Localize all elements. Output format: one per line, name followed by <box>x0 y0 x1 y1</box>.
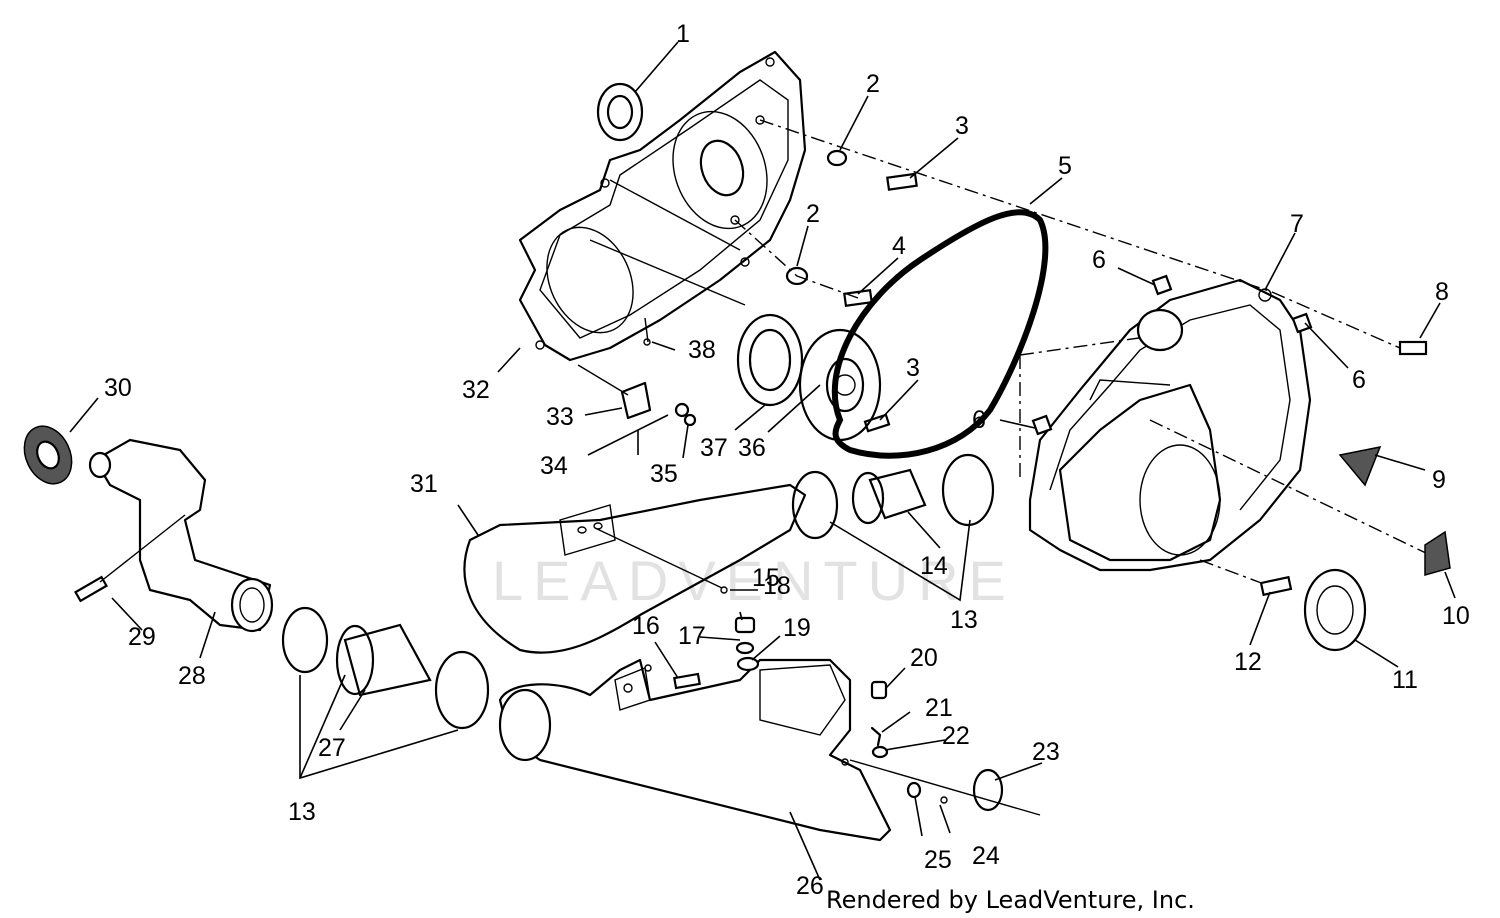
callout-22: 22 <box>942 722 970 750</box>
sleeve-part-14 <box>851 468 927 525</box>
callout-36: 36 <box>738 434 766 462</box>
callout-21: 21 <box>925 694 953 722</box>
callout-30: 30 <box>104 374 132 402</box>
callout-20: 20 <box>910 644 938 672</box>
callout-7: 7 <box>1290 210 1304 238</box>
decal-part-10 <box>1424 530 1451 576</box>
callout-26: 26 <box>796 872 824 900</box>
seal-part-30 <box>23 425 73 485</box>
bearing-seal-part-37 <box>736 313 804 407</box>
outer-cover-part-7 <box>1028 278 1312 572</box>
callout-6: 6 <box>1092 246 1106 274</box>
fittings-parts-20-25 <box>849 680 1041 816</box>
inner-cover-part-32 <box>518 50 807 362</box>
callout-15: 15 <box>752 564 780 592</box>
leader-lines <box>69 41 1456 881</box>
callout-11: 11 <box>1392 666 1418 694</box>
callout-18: 18 <box>763 572 791 600</box>
callout-8: 8 <box>1435 278 1449 306</box>
seal-ring-part-1 <box>596 82 644 142</box>
callout-19: 19 <box>783 614 811 642</box>
callout-5: 5 <box>1058 152 1072 180</box>
bolt-part-12 <box>1259 575 1293 597</box>
callout-37: 37 <box>700 434 728 462</box>
callout-27: 27 <box>318 734 346 762</box>
rubber-blocks-part-6 <box>1031 274 1313 436</box>
drain-plug-parts-17-19 <box>734 616 760 672</box>
callout-1: 1 <box>676 20 690 48</box>
callout-33: 33 <box>546 403 574 431</box>
callout-9: 9 <box>1432 466 1446 494</box>
callout-32: 32 <box>462 376 490 404</box>
callout-6: 6 <box>972 406 986 434</box>
callout-31: 31 <box>410 470 438 498</box>
callout-13: 13 <box>288 798 316 826</box>
bracket-part-33 <box>577 364 697 427</box>
callout-10: 10 <box>1442 602 1470 630</box>
inspection-cover-part-11 <box>1303 568 1367 652</box>
callout-numbers: 1 2 2 3 3 4 5 6 6 6 7 8 9 10 11 12 13 13… <box>104 20 1470 900</box>
callout-12: 12 <box>1234 648 1262 676</box>
callout-13: 13 <box>950 606 978 634</box>
watermark: LEADVENTURE <box>492 549 1016 612</box>
outlet-tube-part-28 <box>88 438 274 633</box>
callout-14: 14 <box>920 552 948 580</box>
callout-16: 16 <box>632 612 660 640</box>
callout-3: 3 <box>906 354 920 382</box>
bolt-part-29 <box>74 575 108 603</box>
callout-4: 4 <box>892 232 906 260</box>
drive-belt-part-5 <box>831 209 1049 459</box>
callout-24: 24 <box>972 842 1000 870</box>
callout-17: 17 <box>678 622 706 650</box>
callout-38: 38 <box>688 336 716 364</box>
credit-footer: Rendered by LeadVenture, Inc. <box>826 886 1195 914</box>
callout-34: 34 <box>540 452 568 480</box>
callout-28: 28 <box>178 662 206 690</box>
hose-clamps-part-13 <box>281 453 995 730</box>
assembly-centerlines <box>589 119 1431 591</box>
callout-23: 23 <box>1032 738 1060 766</box>
decal-part-9 <box>1338 445 1382 487</box>
air-box-part-26 <box>498 658 892 842</box>
callout-29: 29 <box>128 623 156 651</box>
callout-25: 25 <box>924 846 952 874</box>
callout-6: 6 <box>1352 366 1366 394</box>
callout-2: 2 <box>806 200 820 228</box>
screw-part-38 <box>643 317 651 346</box>
sleeve-part-27 <box>335 623 432 697</box>
screw-part-15 <box>594 527 728 594</box>
bolt-part-16 <box>673 672 701 690</box>
callout-3: 3 <box>955 112 969 140</box>
callout-2: 2 <box>866 70 880 98</box>
callout-35: 35 <box>650 460 678 488</box>
